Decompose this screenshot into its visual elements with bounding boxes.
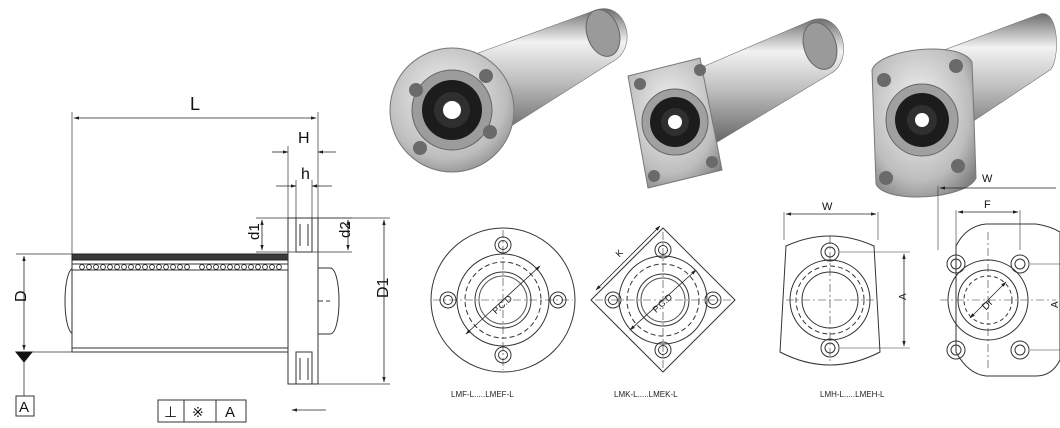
tolerance-value: ※ (192, 404, 204, 420)
front-view-square (590, 225, 736, 373)
label-L: L (190, 94, 200, 114)
cut-f-label: F (984, 199, 991, 211)
label-D: D (13, 290, 30, 302)
photo-square-flange (627, 18, 844, 189)
front-view-oval (779, 212, 910, 366)
datum-label: A (19, 399, 29, 416)
extension-lines (16, 112, 390, 385)
side-view-labels: L H h d1 d2 D1 D A ⊥ ※ A (13, 94, 392, 421)
oval-w-label: W (822, 201, 833, 213)
front-view-cut (937, 186, 1060, 377)
front-view-round (430, 227, 576, 373)
label-D1: D1 (375, 277, 392, 298)
oval-a-label: A (898, 293, 909, 300)
label-d2: d2 (337, 221, 354, 238)
caption-oval: LMH-L.....LMEH-L (820, 390, 885, 399)
label-h: h (301, 166, 310, 183)
label-d1: d1 (246, 223, 263, 240)
label-H: H (298, 130, 310, 147)
square-k-label: K (614, 248, 625, 259)
tolerance-symbol: ⊥ (164, 404, 177, 421)
photo-round-flange (389, 8, 628, 173)
dimension-lines (22, 116, 386, 412)
caption-round: LMF-L.....LMEF-L (451, 390, 514, 399)
cut-a-label: A (1050, 301, 1060, 308)
side-section-view (14, 112, 390, 423)
cut-w-label: W (982, 173, 993, 185)
tolerance-frame (157, 399, 247, 423)
bearing-body (71, 253, 319, 353)
tolerance-datum: A (225, 404, 235, 421)
caption-square: LMK-L.....LMEK-L (614, 390, 678, 399)
datum-triangle (14, 351, 34, 363)
datum-box (15, 395, 35, 417)
photo-oval-flange (871, 13, 1057, 198)
flange-section (287, 217, 319, 385)
